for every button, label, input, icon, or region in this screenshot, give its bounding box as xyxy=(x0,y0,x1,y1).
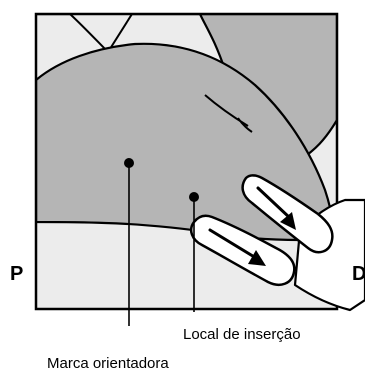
lower-finger-arrow-icon xyxy=(208,228,258,260)
landmark-dot xyxy=(124,158,134,168)
lower-finger-arrowhead-icon xyxy=(248,250,266,266)
landmark-label: Marca orientadora xyxy=(47,355,169,372)
illustration-frame xyxy=(34,12,339,311)
upper-finger-arrowhead-icon xyxy=(280,212,296,230)
upper-finger-arrow-icon xyxy=(256,186,292,220)
hand-fingers xyxy=(190,174,365,312)
arm-crease-2 xyxy=(237,117,253,133)
proximal-label: P xyxy=(10,263,24,285)
insertion-site-label: Local de inserção xyxy=(183,326,301,343)
arm-crease xyxy=(204,94,249,127)
distal-label: D xyxy=(352,263,365,285)
insertion-site-dot xyxy=(189,192,199,202)
